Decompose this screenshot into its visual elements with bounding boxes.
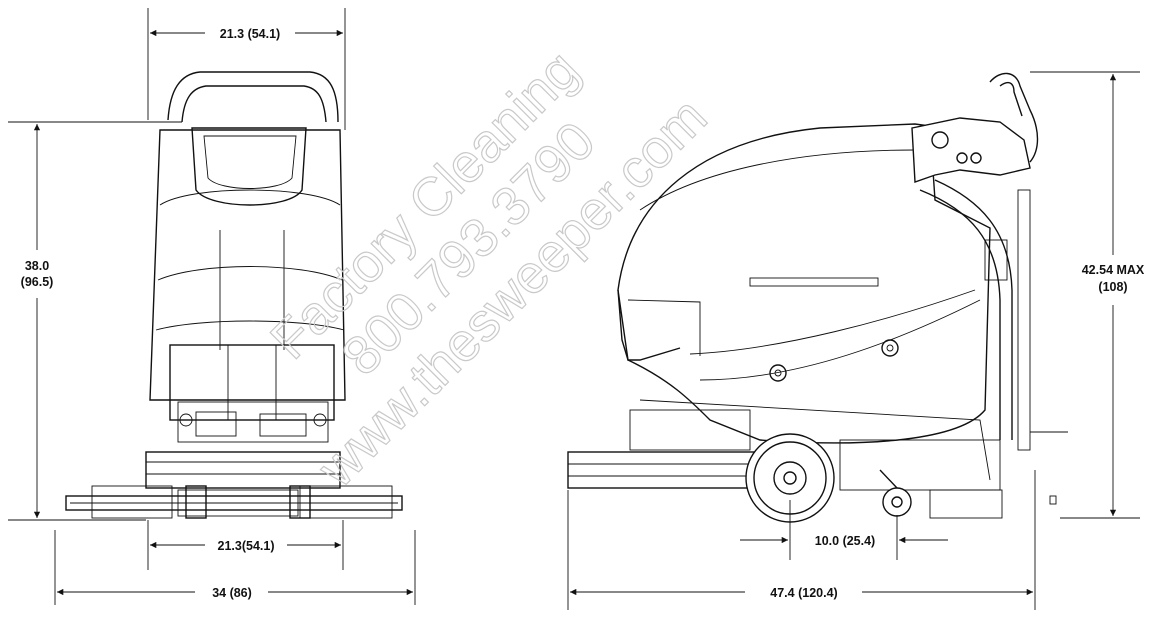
side-view (567, 72, 1068, 523)
dim-height-right-line2: (108) (1098, 280, 1127, 294)
dim-top-width: 21.3 (54.1) (220, 27, 280, 41)
dim-bottom-inner-width: 21.3(54.1) (218, 539, 275, 553)
dimension-lines (8, 8, 1140, 610)
dimension-labels: 21.3 (54.1) 38.0 (96.5) 21.3(54.1) 34 (8… (21, 27, 1145, 600)
dim-overall-width: 34 (86) (212, 586, 252, 600)
dim-height-left-line1: 38.0 (25, 259, 49, 273)
dim-wheel-offset: 10.0 (25.4) (815, 534, 875, 548)
dim-height-right-line1: 42.54 MAX (1082, 263, 1145, 277)
front-view (65, 71, 403, 519)
dim-overall-length: 47.4 (120.4) (770, 586, 837, 600)
dim-height-left-line2: (96.5) (21, 275, 54, 289)
